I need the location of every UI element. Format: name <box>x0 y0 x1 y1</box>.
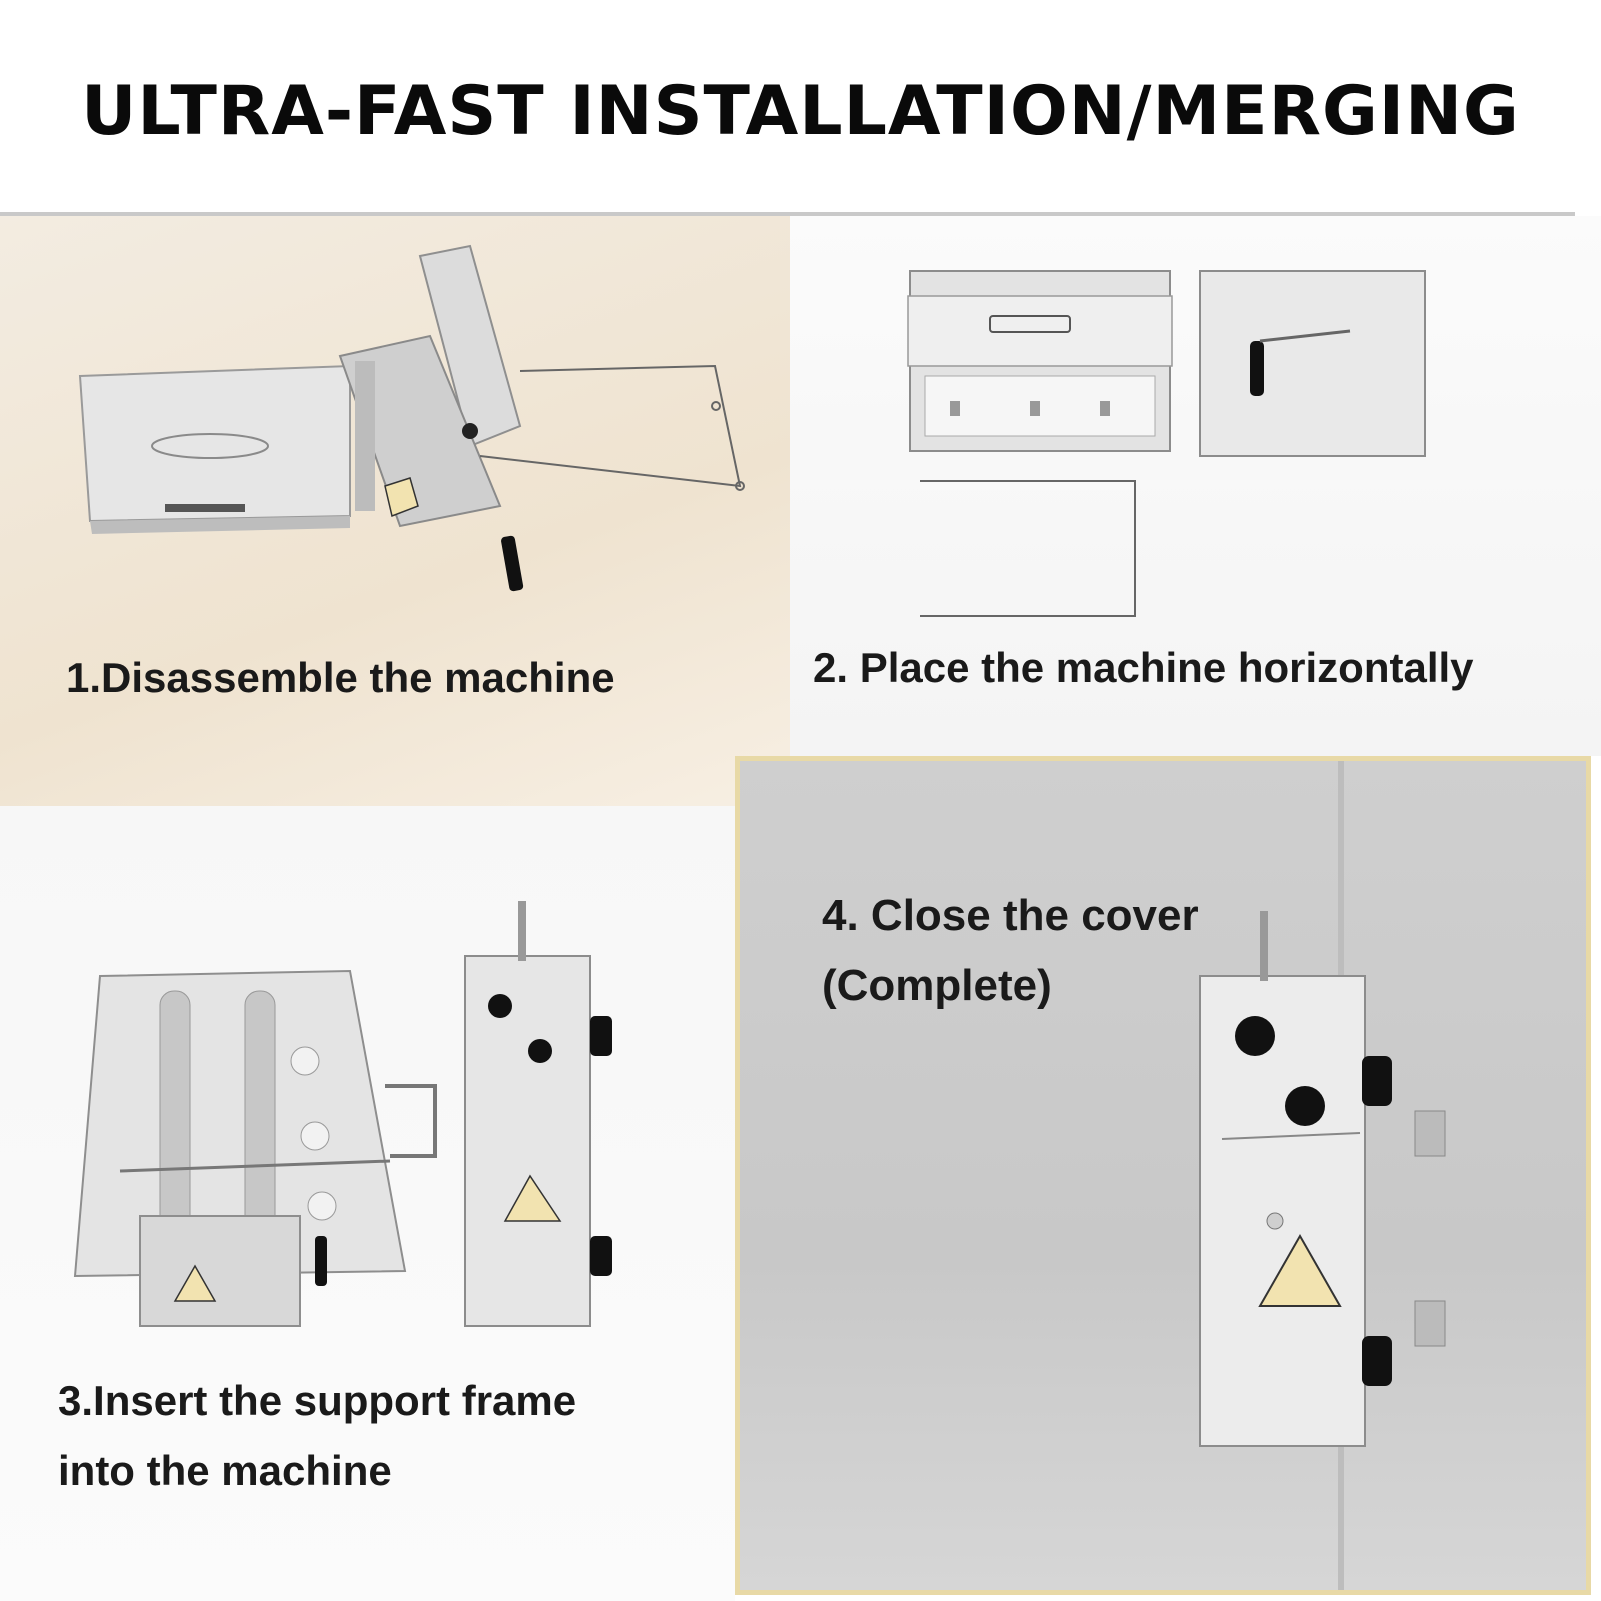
step-4-caption-line-2: (Complete) <box>822 961 1052 1010</box>
step-4-panel: 4. Close the cover (Complete) <box>735 756 1591 1595</box>
step-2-caption: 2. Place the machine horizontally <box>813 644 1474 691</box>
step-1-caption: 1.Disassemble the machine <box>66 654 615 701</box>
step-3-panel: 3.Insert the support frame into the mach… <box>0 806 735 1601</box>
page-title: ULTRA-FAST INSTALLATION/MERGING <box>81 72 1520 151</box>
support-frame-illustration <box>73 901 612 1327</box>
header: ULTRA-FAST INSTALLATION/MERGING <box>0 0 1601 212</box>
step-4-caption: 4. Close the cover (Complete) <box>822 881 1199 1021</box>
header-divider <box>0 212 1575 216</box>
step-2-panel: 2. Place the machine horizontally <box>790 216 1601 756</box>
step-3-caption-line-1: 3.Insert the support frame <box>58 1377 577 1424</box>
horizontal-machine-illustration <box>907 270 1426 617</box>
closed-machine-illustration <box>1199 761 1446 1590</box>
step-3-caption: 3.Insert the support frame into the mach… <box>58 1366 576 1506</box>
step-4-caption-line-1: 4. Close the cover <box>822 891 1199 940</box>
disassembled-machine-illustration <box>78 244 745 592</box>
step-3-caption-line-2: into the machine <box>58 1447 392 1494</box>
step-1-panel: 1.Disassemble the machine <box>0 216 790 806</box>
